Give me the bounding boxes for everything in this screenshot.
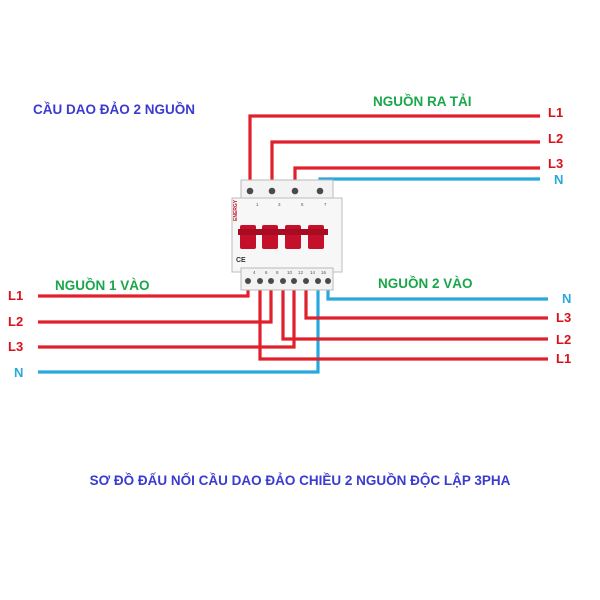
output-label-n: N bbox=[554, 172, 563, 187]
top-terminal-numbers: 1 3 5 7 bbox=[256, 202, 327, 207]
output-wires bbox=[248, 114, 540, 183]
terminal-number: 14 bbox=[310, 270, 316, 275]
terminal-number: 16 bbox=[321, 270, 327, 275]
terminal-number: 6 bbox=[265, 270, 268, 275]
source1-wire-l2 bbox=[38, 287, 273, 324]
terminal-number: 4 bbox=[253, 270, 256, 275]
source2-wire-l2 bbox=[281, 287, 548, 341]
changeover-switch: ENERGY CE 1 3 5 7 4 6 8 10 12 14 16 bbox=[231, 179, 343, 291]
device-brand: ENERGY bbox=[233, 199, 239, 221]
handle-bar bbox=[238, 229, 328, 235]
switch-handle bbox=[308, 225, 324, 249]
device-mark: CE bbox=[236, 257, 246, 264]
output-wire-l1 bbox=[248, 114, 540, 183]
terminal-number: 5 bbox=[301, 202, 304, 207]
source2-label-l1: L1 bbox=[556, 351, 571, 366]
source2-wire-l1 bbox=[258, 287, 548, 361]
terminal-number: 10 bbox=[287, 270, 293, 275]
source2-wire-n bbox=[326, 287, 548, 301]
switch-handle bbox=[240, 225, 256, 249]
switch-handle bbox=[262, 225, 278, 249]
source2-wire-l3 bbox=[304, 287, 548, 320]
output-label-l3: L3 bbox=[548, 156, 563, 171]
device-bottom-block bbox=[240, 267, 334, 291]
output-wire-n bbox=[318, 177, 540, 183]
source1-label-n: N bbox=[14, 365, 23, 380]
source2-title: NGUỒN 2 VÀO bbox=[378, 276, 473, 291]
terminal-number: 12 bbox=[298, 270, 304, 275]
source1-wire-n bbox=[38, 287, 320, 374]
source2-label-n: N bbox=[562, 291, 571, 306]
terminal-number: 3 bbox=[278, 202, 281, 207]
output-wire-l2 bbox=[270, 140, 540, 183]
output-line-labels: L1 L2 L3 N bbox=[548, 105, 563, 187]
source1-wire-l3 bbox=[38, 287, 296, 349]
source1-line-labels: L1 L2 L3 N bbox=[8, 288, 23, 380]
source2-label-l2: L2 bbox=[556, 332, 571, 347]
output-title: NGUỒN RA TẢI bbox=[373, 94, 472, 109]
diagram-caption: SƠ ĐỒ ĐẤU NỐI CẦU DAO ĐẢO CHIỀU 2 NGUỒN … bbox=[90, 473, 511, 488]
switch-handles bbox=[238, 225, 328, 249]
source1-wires bbox=[38, 287, 320, 374]
output-label-l2: L2 bbox=[548, 131, 563, 146]
top-left-title: CẦU DAO ĐẢO 2 NGUỒN bbox=[33, 102, 195, 117]
switch-handle bbox=[285, 225, 301, 249]
bottom-terminal-screws bbox=[245, 278, 331, 284]
terminal-number: 1 bbox=[256, 202, 259, 207]
output-label-l1: L1 bbox=[548, 105, 563, 120]
source1-label-l3: L3 bbox=[8, 339, 23, 354]
source2-wires bbox=[258, 287, 548, 361]
source1-label-l2: L2 bbox=[8, 314, 23, 329]
top-terminal-screws bbox=[246, 187, 324, 195]
terminal-number: 8 bbox=[276, 270, 279, 275]
source1-title: NGUỒN 1 VÀO bbox=[55, 278, 150, 293]
source1-label-l1: L1 bbox=[8, 288, 23, 303]
output-wire-l3 bbox=[293, 166, 540, 183]
source2-line-labels: N L3 L2 L1 bbox=[556, 291, 571, 366]
terminal-number: 7 bbox=[324, 202, 327, 207]
bottom-terminal-numbers: 4 6 8 10 12 14 16 bbox=[253, 270, 327, 275]
source2-label-l3: L3 bbox=[556, 310, 571, 325]
